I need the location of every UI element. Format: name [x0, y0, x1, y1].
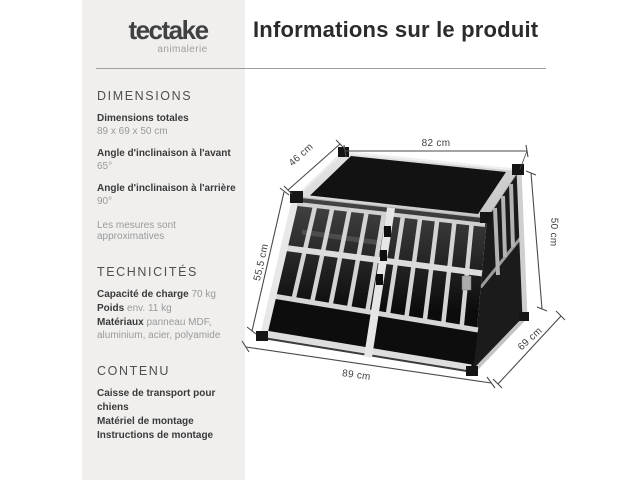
technical-label: Matériaux	[97, 316, 144, 328]
dimension-item: Angle d'inclinaison à l'avant 65°	[97, 147, 239, 173]
dimension-item: Angle d'inclinaison à l'arrière 90°	[97, 182, 239, 208]
dimension-label-back-height: 50 cm	[548, 218, 560, 247]
door-latch	[461, 275, 472, 291]
brand-name: tectake	[128, 15, 209, 45]
section-contents: CONTENU Caisse de transport pour chiens …	[97, 364, 239, 442]
dimension-label-top-depth: 46 cm	[287, 141, 316, 168]
header-divider	[96, 68, 546, 69]
dimension-label: Dimensions totales	[97, 113, 189, 124]
dimension-label: Angle d'inclinaison à l'avant	[97, 148, 231, 159]
contents-line: Matériel de montage	[97, 415, 194, 427]
sidebar-sections: DIMENSIONS Dimensions totales 89 x 69 x …	[97, 89, 239, 442]
crate-side-face	[471, 169, 528, 374]
crate-left-frame	[259, 196, 300, 339]
technical-label: Capacité de charge	[97, 289, 189, 300]
dimension-value: 89 x 69 x 50 cm	[97, 126, 168, 137]
dimension-value: 65°	[97, 161, 113, 172]
technical-value: 70 kg	[191, 289, 216, 300]
crate-top-panel	[294, 150, 520, 219]
contents-line: Instructions de montage	[97, 429, 214, 441]
technical-line: Matériaux panneau MDF, aluminium, acier,…	[97, 316, 239, 344]
technical-label: Poids	[97, 302, 125, 314]
technical-line: Poids env. 11 kg	[97, 302, 239, 316]
section-heading-contents: CONTENU	[97, 364, 171, 379]
technical-value: panneau MDF, aluminium, acier, polyamide	[97, 316, 221, 342]
technical-line: Capacité de charge 70 kg	[97, 288, 239, 302]
dimension-lines	[241, 139, 566, 389]
page-title: Informations sur le produit	[253, 17, 539, 42]
crate-center-post	[364, 204, 396, 358]
contents-line: Caisse de transport pour chiens	[97, 388, 216, 413]
brand-logo: tectake animalerie	[128, 15, 209, 55]
dimensions-note: Les mesures sont approximatives	[97, 220, 176, 242]
section-heading-technical: TECHNICITÉS	[97, 265, 198, 279]
crate-illustration: 82 cm 46 cm 50 cm 55,5 cm 89 cm 69 cm	[241, 138, 566, 389]
section-heading-dimensions: DIMENSIONS	[97, 89, 193, 103]
dimension-value: 90°	[97, 196, 113, 207]
section-technical: TECHNICITÉS Capacité de charge 70 kg Poi…	[97, 265, 239, 343]
dimension-label-base-width: 89 cm	[341, 368, 371, 383]
sidebar-panel: tectake animalerie DIMENSIONS Dimensions…	[82, 0, 245, 480]
dimension-item: Dimensions totales 89 x 69 x 50 cm	[97, 112, 239, 138]
product-diagram: 82 cm 46 cm 50 cm 55,5 cm 89 cm 69 cm	[240, 120, 580, 420]
corner-brackets	[256, 147, 529, 376]
section-dimensions: DIMENSIONS Dimensions totales 89 x 69 x …	[97, 89, 239, 242]
dimension-label: Angle d'inclinaison à l'arrière	[97, 183, 236, 194]
dimension-label-top-width: 82 cm	[422, 138, 451, 149]
technical-value: env. 11 kg	[127, 302, 172, 314]
brand-tagline: animalerie	[157, 44, 208, 55]
